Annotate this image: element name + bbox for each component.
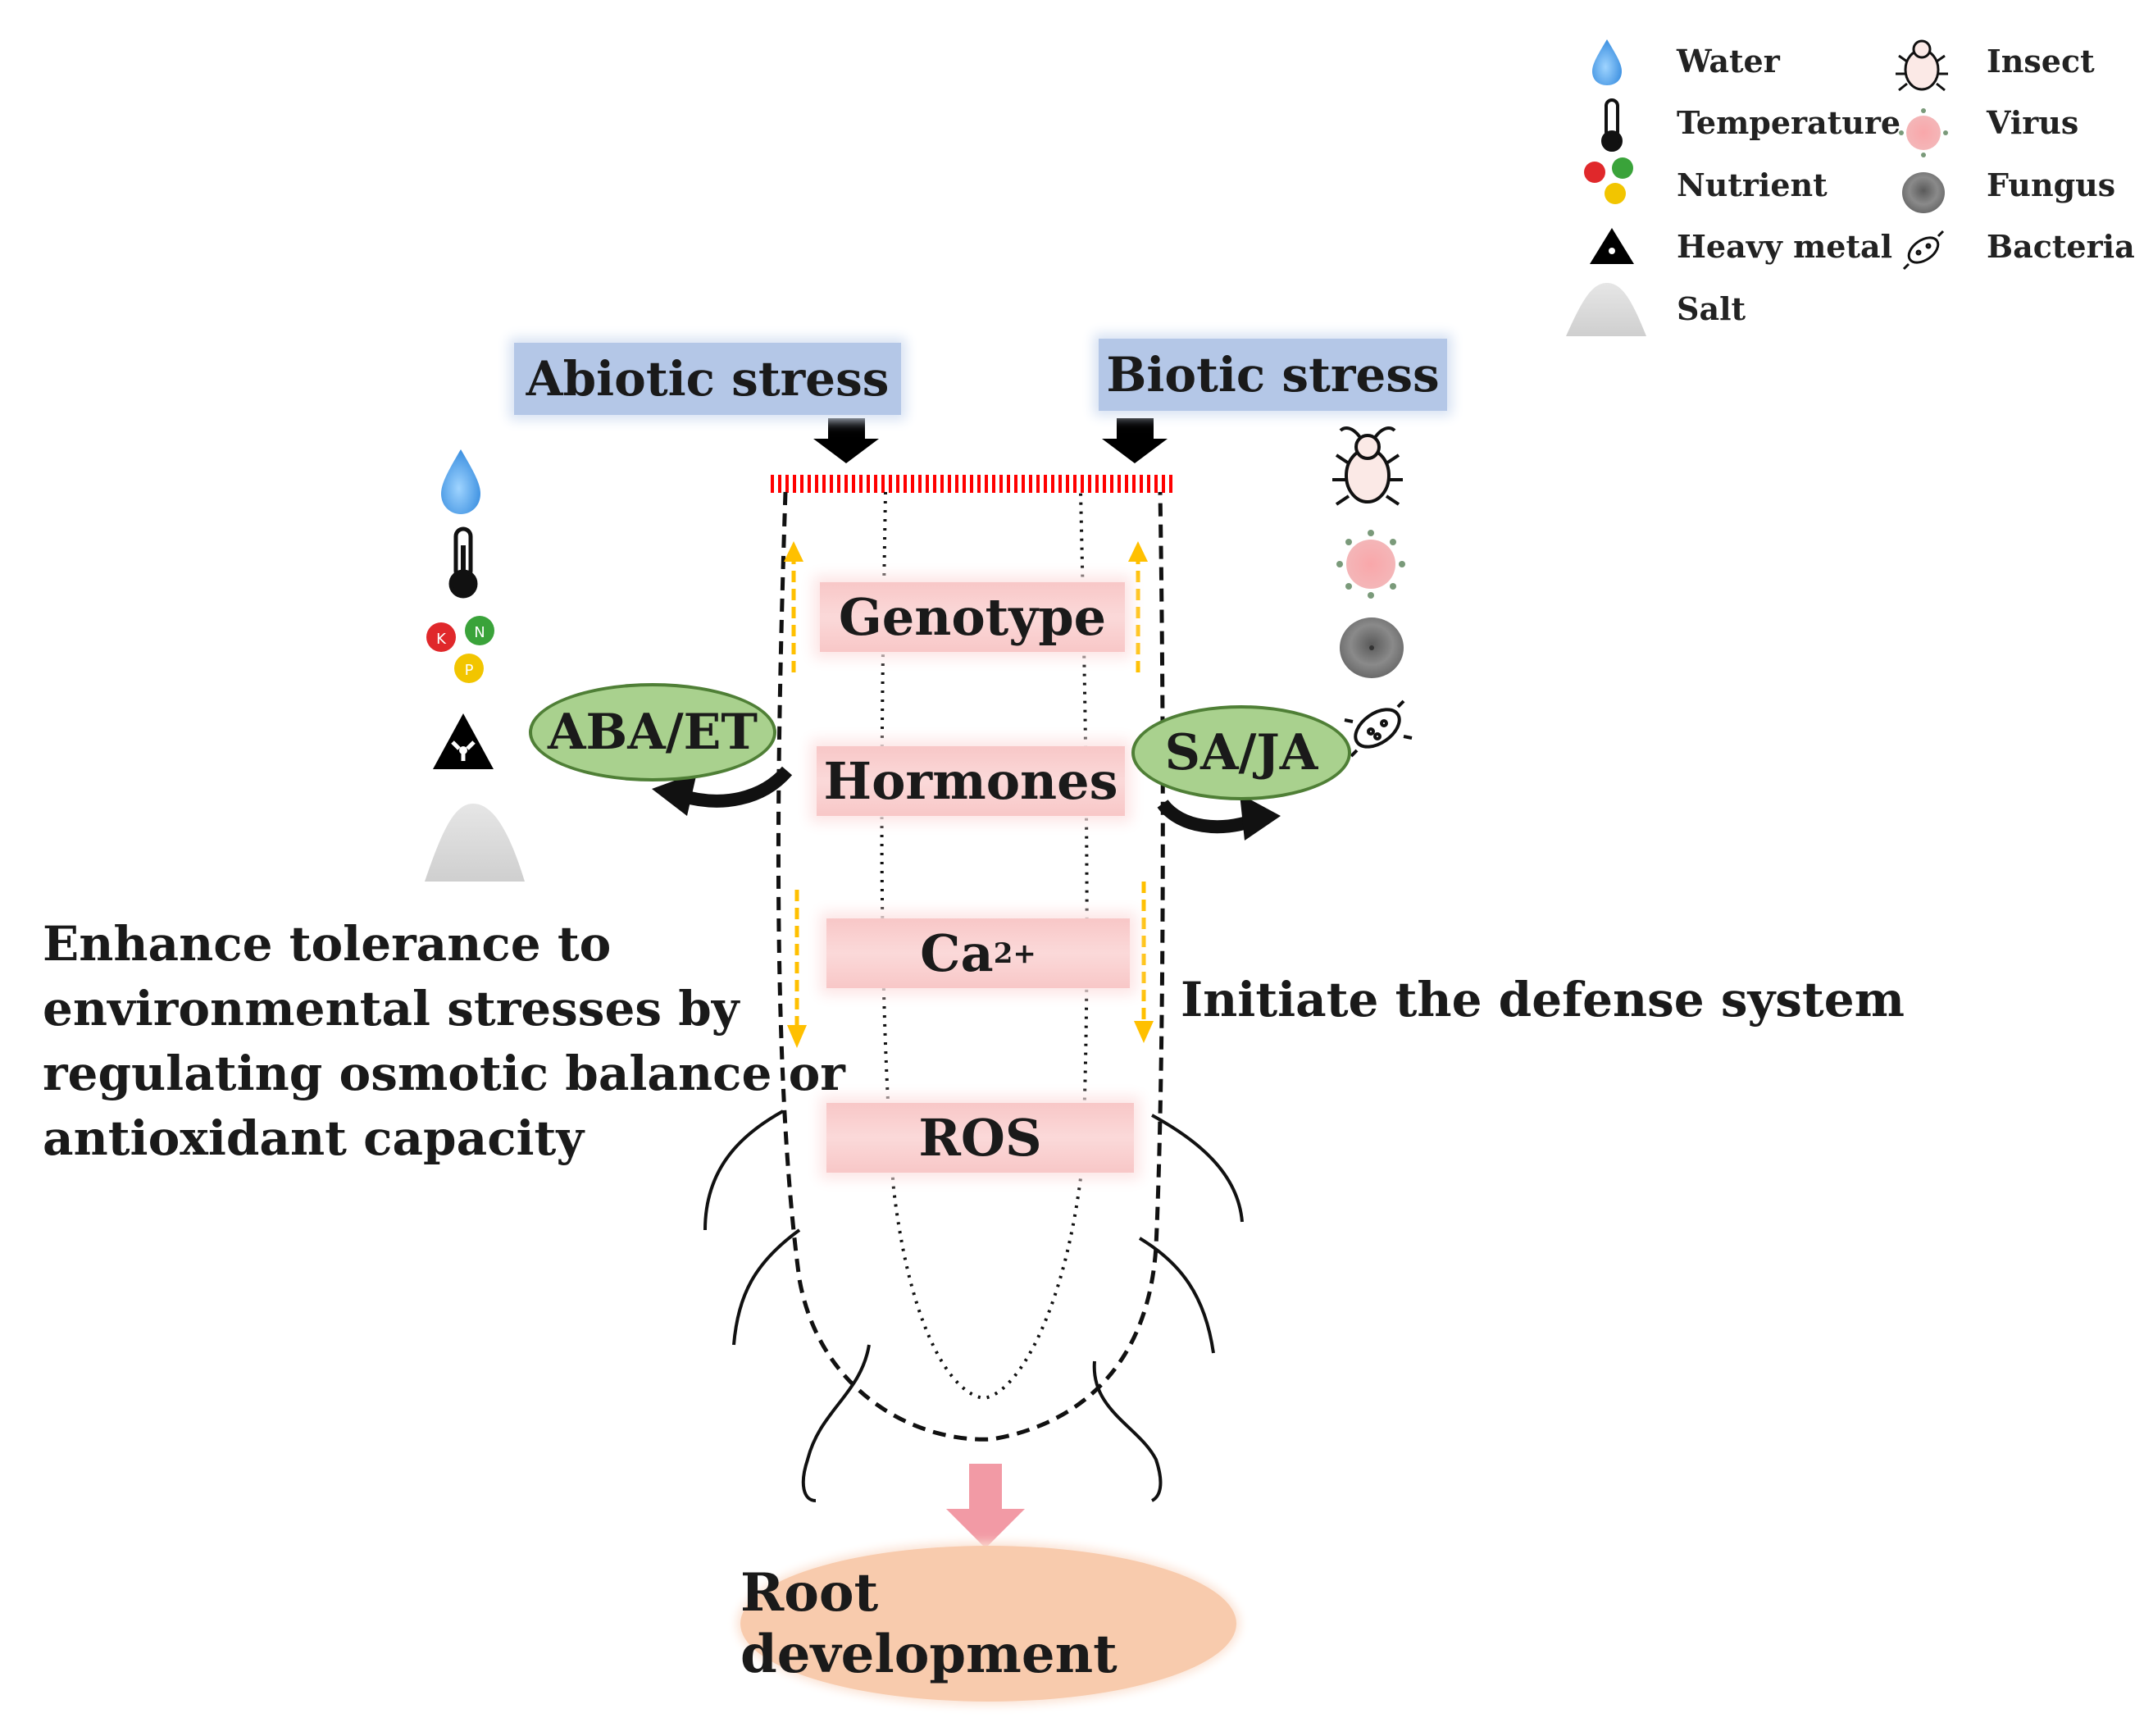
nutrient-icon: K N P bbox=[426, 616, 494, 683]
aba-et-ellipse: ABA/ET bbox=[529, 683, 776, 781]
abaet-curved-arrow bbox=[678, 766, 793, 808]
legend-fungus-icon bbox=[1902, 172, 1945, 213]
signal-arrowheads bbox=[784, 541, 1154, 1048]
biotic-arrow bbox=[1102, 418, 1168, 463]
abiotic-stress-header: Abiotic stress bbox=[514, 343, 901, 415]
aba-et-label: ABA/ET bbox=[547, 704, 758, 761]
legend-virus-icon bbox=[1899, 108, 1948, 157]
biotic-outcome-text: Initiate the defense system bbox=[1181, 972, 1905, 1027]
root-hairs bbox=[703, 1109, 1244, 1502]
root-development-arrow bbox=[946, 1464, 1025, 1548]
abiotic-arrow bbox=[813, 418, 879, 463]
abiotic-outcome-line: antioxidant capacity bbox=[43, 1110, 585, 1166]
insect-icon bbox=[1332, 426, 1403, 506]
virus-icon bbox=[1336, 530, 1405, 599]
sa-ja-label: SA/JA bbox=[1164, 724, 1318, 781]
abiotic-outcome-text: Enhance tolerance to environmental stres… bbox=[43, 912, 845, 1171]
heavy-metal-icon bbox=[433, 713, 494, 769]
water-drop-icon bbox=[441, 449, 480, 514]
svg-text:N: N bbox=[474, 624, 485, 641]
legend-nutrient-icon bbox=[1584, 157, 1633, 204]
svg-text:K: K bbox=[436, 631, 447, 648]
ros-box: ROS bbox=[826, 1103, 1134, 1173]
fungus-icon bbox=[1340, 617, 1404, 678]
calcium-label: Ca bbox=[920, 923, 994, 983]
legend-label-heavy-metal: Heavy metal bbox=[1677, 228, 1893, 265]
abiotic-outcome-line: regulating osmotic balance or bbox=[43, 1046, 845, 1101]
root-development-label: Root development bbox=[740, 1562, 1118, 1685]
abiotic-outcome-line: Enhance tolerance to bbox=[43, 916, 612, 972]
sa-ja-ellipse: SA/JA bbox=[1131, 705, 1351, 800]
biotic-stress-header: Biotic stress bbox=[1099, 339, 1447, 411]
genotype-box: Genotype bbox=[820, 582, 1125, 652]
legend-water-drop-icon bbox=[1592, 39, 1622, 85]
ros-label: ROS bbox=[918, 1108, 1042, 1168]
legend-thermometer-icon bbox=[1601, 98, 1623, 152]
calcium-superscript: 2+ bbox=[993, 936, 1036, 970]
legend-label-fungus: Fungus bbox=[1987, 166, 2116, 203]
legend-bacteria-icon bbox=[1902, 230, 1945, 271]
genotype-label: Genotype bbox=[838, 587, 1107, 647]
abaet-curved-arrowhead bbox=[652, 772, 697, 816]
bacteria-icon bbox=[1344, 699, 1413, 758]
abiotic-stress-label: Abiotic stress bbox=[526, 351, 890, 407]
saja-curved-arrowhead bbox=[1240, 794, 1281, 841]
signal-arrows bbox=[791, 558, 1146, 1029]
legend-label-water: Water bbox=[1677, 43, 1780, 80]
legend-label-bacteria: Bacteria bbox=[1987, 228, 2135, 265]
legend-label-nutrient: Nutrient bbox=[1677, 166, 1828, 203]
root-development-ellipse: Root development bbox=[740, 1546, 1236, 1702]
legend-heavy-metal-icon bbox=[1590, 228, 1634, 264]
salt-icon bbox=[425, 804, 525, 882]
legend-salt-icon bbox=[1566, 283, 1646, 336]
abiotic-outcome-line: environmental stresses by bbox=[43, 981, 740, 1037]
legend-label-insect: Insect bbox=[1987, 43, 2095, 80]
thermometer-icon bbox=[448, 526, 478, 599]
legend-insect-icon bbox=[1896, 39, 1948, 92]
legend-label-virus: Virus bbox=[1987, 104, 2079, 141]
hormones-label: Hormones bbox=[823, 751, 1118, 811]
saja-curved-arrow bbox=[1157, 799, 1257, 834]
legend-label-temperature: Temperature bbox=[1677, 104, 1901, 141]
svg-text:P: P bbox=[465, 662, 474, 679]
biotic-stress-label: Biotic stress bbox=[1106, 347, 1440, 403]
legend-label-salt: Salt bbox=[1677, 290, 1746, 327]
hormones-box: Hormones bbox=[817, 746, 1125, 816]
